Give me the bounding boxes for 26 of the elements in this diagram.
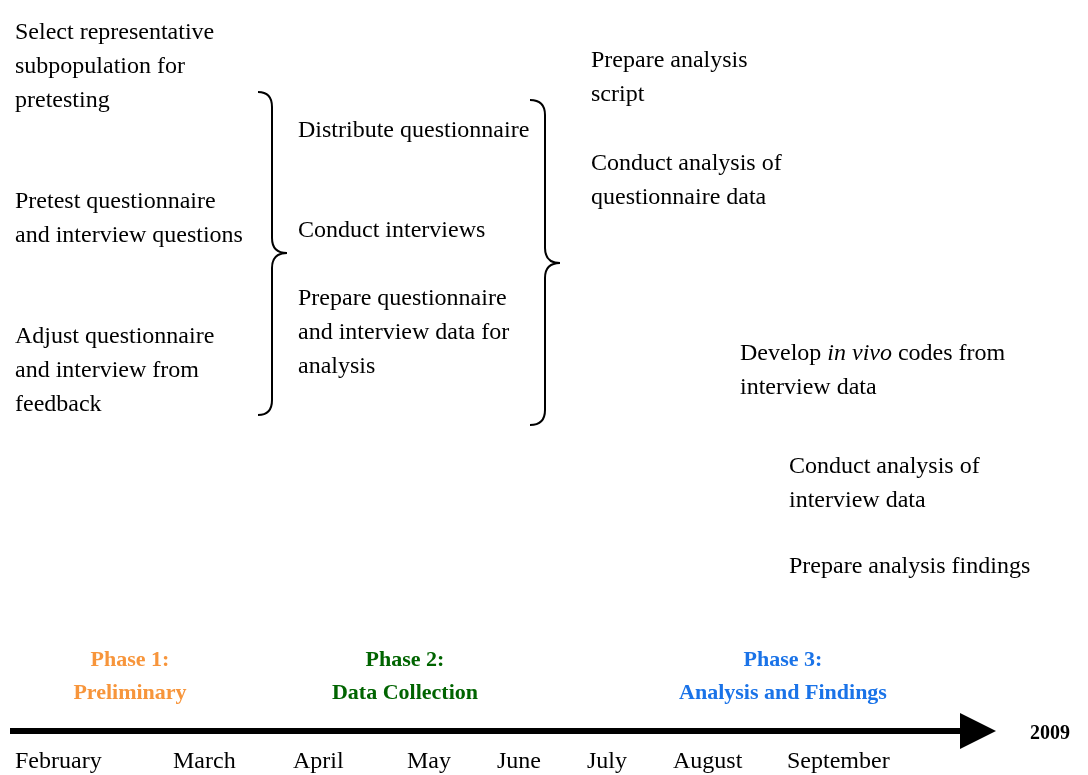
month-label: September [787, 746, 890, 775]
task-text: Distribute questionnaire [298, 115, 531, 144]
year-label: 2009 [1030, 720, 1070, 745]
phase-label: Data Collection [332, 678, 478, 706]
task-text: Select representative subpopulation for pretesting [15, 17, 216, 114]
task-text: Prepare questionnaire and interview data for analysis [298, 283, 511, 380]
month-label: May [407, 746, 451, 775]
task-text: Conduct analysis of questionnaire data [591, 148, 783, 211]
month-label: June [497, 746, 541, 775]
month-label: July [587, 746, 627, 775]
task-text: Prepare analysis script [591, 45, 749, 108]
month-label: August [673, 746, 743, 775]
phase-label: Phase 3: [743, 645, 823, 673]
month-label: February [15, 746, 102, 775]
task-text: Pretest questionnaire and interview questions [15, 186, 244, 249]
task-text: Adjust questionnaire and interview from feedback [15, 321, 216, 418]
phase-label: Phase 1: [90, 645, 170, 673]
month-label: March [173, 746, 236, 775]
phase-label: Preliminary [73, 678, 187, 706]
phase-label: Analysis and Findings [679, 678, 887, 706]
month-label: April [293, 746, 344, 775]
phase-label: Phase 2: [365, 645, 445, 673]
task-text: Develop in vivo codes from interview data [740, 338, 1007, 401]
task-text: Conduct interviews [298, 215, 487, 244]
task-text: Prepare analysis findings [789, 551, 1032, 580]
task-text: Conduct analysis of interview data [789, 451, 981, 514]
